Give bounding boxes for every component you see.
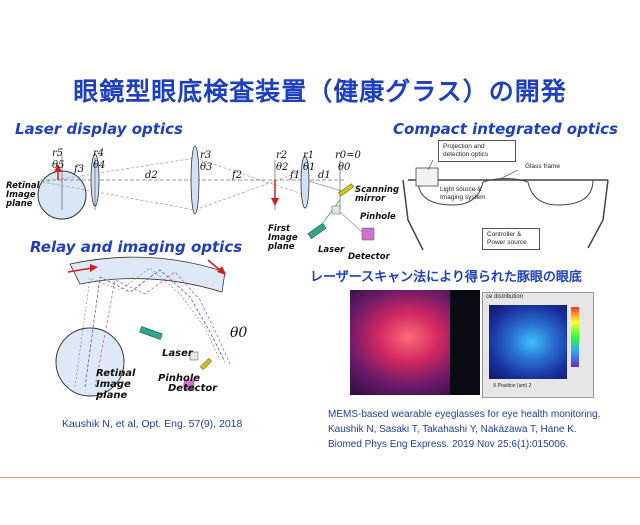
- laser-display-heading: Laser display optics: [15, 120, 183, 138]
- r2-label: r2: [276, 150, 288, 161]
- intensity-map: [489, 305, 567, 379]
- first-image-plane-label: First Image plane: [268, 224, 298, 252]
- compact-optics-heading: Compact integrated optics: [393, 120, 618, 138]
- theta4-label: θ4: [93, 160, 106, 171]
- ray-zigzag-1: [84, 269, 226, 388]
- page-title: 眼鏡型眼底検査装置（健康グラス）の開発: [73, 77, 567, 106]
- theta3-label: θ3: [200, 162, 213, 173]
- laser-display-diagram: [37, 145, 375, 241]
- ray-zigzag-2: [94, 271, 231, 388]
- right-lens: [527, 179, 594, 206]
- retinal-arrow-head: [54, 164, 62, 172]
- f1-label: f1: [290, 170, 301, 181]
- r4-label: r4: [93, 148, 105, 159]
- retinal-image-plane-label: Retinal Image plane: [6, 181, 40, 209]
- projection-box: Projection and detection optics: [438, 140, 516, 162]
- image-arrow-head: [271, 198, 279, 206]
- relay-theta0-label: θ0: [230, 325, 248, 341]
- citation-left: Kaushik N, et al, Opt. Eng. 57(9), 2018: [62, 418, 243, 430]
- accent-divider: [0, 477, 640, 478]
- theta5-label: θ5: [52, 160, 65, 171]
- theta1-label: θ1: [303, 162, 316, 173]
- plot-xaxis: X Position (um) 2: [493, 383, 532, 389]
- laser-label: Laser: [318, 245, 345, 255]
- r3-label: r3: [200, 150, 212, 161]
- relay-detector-shape: [183, 379, 195, 391]
- scanning-mirror-label: Scanning mirror: [355, 185, 400, 204]
- relay-mirror: [199, 357, 213, 371]
- d2-label: d2: [145, 170, 158, 181]
- f2-label: f2: [232, 170, 243, 181]
- right-temple: [587, 179, 609, 249]
- relay-reflector: [69, 256, 226, 293]
- detector-shape: [361, 227, 375, 241]
- r0-label: r0=0: [335, 150, 361, 161]
- projection-module: [415, 167, 439, 187]
- theta0-label: θ0: [338, 162, 351, 173]
- color-scale-bar: [571, 307, 579, 367]
- plot-title: ce distribution: [486, 294, 524, 300]
- relay-retinal-label: Retinal Image plane: [96, 368, 136, 401]
- relay-imaging-heading: Relay and imaging optics: [30, 238, 243, 256]
- relay-detector-label: Detector: [168, 383, 218, 394]
- pig-eye-heading: レーザースキャン法により得られた豚眼の眼底: [310, 270, 582, 285]
- ray-4: [304, 179, 346, 193]
- detector-label: Detector: [348, 252, 390, 262]
- return-beam: [339, 211, 363, 233]
- laser-beam: [321, 199, 341, 225]
- light-source-label: Light source & Imaging system: [440, 186, 486, 201]
- relay-pinhole-label: Pinhole: [158, 373, 201, 384]
- f3-label: f3: [74, 164, 85, 175]
- r1-label: r1: [303, 150, 315, 161]
- lens-1: [300, 155, 310, 209]
- intensity-plot-window: ce distribution X Position (um) 2: [482, 292, 594, 398]
- relay-red-arrow-1: [67, 267, 93, 273]
- left-temple: [402, 179, 424, 251]
- ray-upper: [41, 157, 196, 183]
- controller-box: Controller & Power source: [482, 228, 540, 250]
- ray-3: [194, 169, 306, 211]
- relay-laser-shape: [139, 326, 163, 340]
- fundus-photo-dark-edge: [450, 290, 480, 395]
- bridge: [482, 178, 529, 183]
- ray-zigzag-3: [74, 267, 221, 388]
- pinhole-label: Pinhole: [360, 212, 396, 222]
- scanning-mirror-shape: [337, 183, 355, 197]
- r5-label: r5: [52, 148, 64, 159]
- relay-laser-label: Laser: [162, 348, 193, 359]
- theta2-label: θ2: [276, 162, 289, 173]
- citation-right: MEMS-based wearable eyeglasses for eye h…: [328, 409, 601, 450]
- relay-imaging-diagram: [55, 256, 231, 397]
- glass-frame-label: Glass frame: [525, 163, 561, 170]
- compact-optics-diagram: [402, 159, 609, 251]
- ray-2: [194, 157, 306, 196]
- lens-3: [190, 145, 200, 215]
- left-lens: [417, 179, 484, 206]
- relay-beam-splitter: [189, 351, 199, 361]
- laser-source: [307, 223, 327, 239]
- d1-label: d1: [318, 170, 331, 181]
- relay-eye: [55, 327, 125, 397]
- beam-splitter: [331, 205, 341, 215]
- ray-lower: [41, 181, 196, 211]
